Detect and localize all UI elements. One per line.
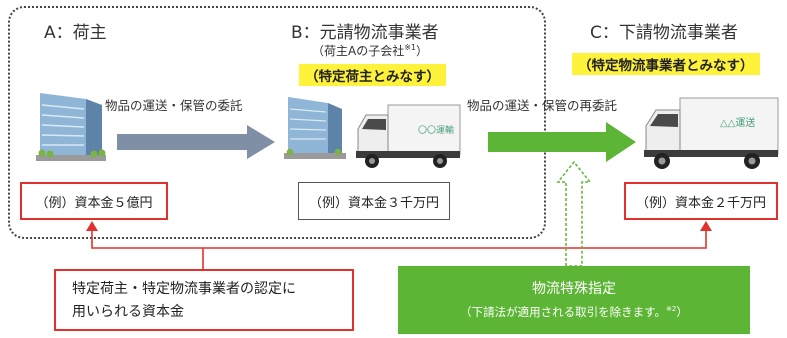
- flow-ab-arrow: [117, 125, 275, 159]
- truck-c-icon: △△運送: [640, 96, 780, 176]
- building-a-icon: [36, 93, 106, 161]
- capital-criteria-note: 特定荷主・特定物流事業者の認定に 用いられる資本金: [54, 269, 354, 331]
- capital-a-box: （例）資本金５億円: [20, 182, 168, 220]
- truck-c-logo: △△運送: [720, 118, 756, 129]
- special-designation-subtitle: （下請法が適用される取引を除きます。※2）: [460, 305, 688, 319]
- special-designation-arrow: [556, 160, 592, 267]
- party-b-title: B：元請物流事業者: [291, 23, 439, 43]
- flow-ab-label: 物品の運送・保管の委託: [105, 98, 243, 113]
- flow-bc-arrow: [488, 122, 636, 162]
- party-c-designation: （特定物流事業者とみなす）: [572, 53, 760, 75]
- party-c-title: C：下請物流事業者: [590, 23, 738, 43]
- truck-b-icon: 〇〇運輸: [352, 103, 462, 175]
- capital-criteria-line2: 用いられる資本金: [72, 304, 184, 320]
- group-box-a-b: [8, 6, 546, 239]
- party-b-subtitle: （荷主Aの子会社※1）: [312, 43, 429, 58]
- party-b-designation: （特定荷主とみなす）: [299, 64, 446, 86]
- flow-bc-label: 物品の運送・保管の再委託: [467, 98, 618, 113]
- building-b-icon: [284, 97, 346, 159]
- special-designation-title: 物流特殊指定: [532, 281, 616, 297]
- truck-b-logo: 〇〇運輸: [418, 126, 455, 136]
- special-designation-note: 物流特殊指定 （下請法が適用される取引を除きます。※2）: [398, 266, 750, 334]
- capital-b-box: （例）資本金３千万円: [298, 182, 450, 220]
- capital-c-box: （例）資本金２千万円: [624, 182, 778, 220]
- party-a-title: A：荷主: [44, 23, 107, 43]
- capital-criteria-line1: 特定荷主・特定物流事業者の認定に: [72, 281, 296, 297]
